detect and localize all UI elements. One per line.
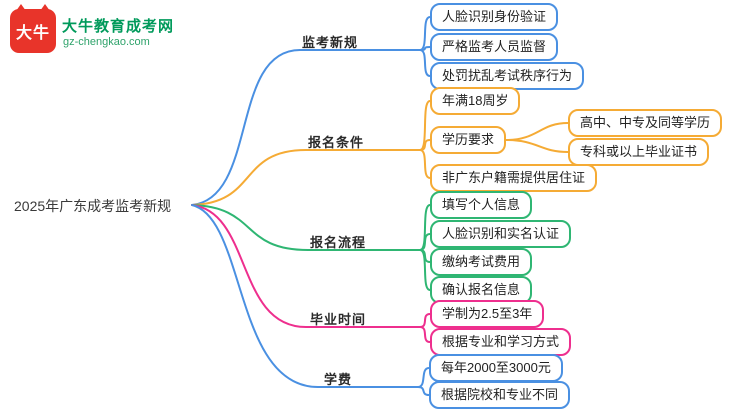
branch-proctoring-rules: 监考新规 — [302, 35, 359, 50]
mindmap-root-node: 2025年广东成考监考新规 — [14, 198, 172, 214]
node-strict-proctor-supervision: 严格监考人员监督 — [430, 33, 559, 61]
node-by-major-study-mode: 根据专业和学习方式 — [430, 328, 572, 356]
node-face-realname-auth: 人脸识别和实名认证 — [430, 220, 572, 248]
node-highschool-equivalent: 高中、中专及同等学历 — [568, 109, 723, 137]
node-varies-by-school-major: 根据院校和专业不同 — [429, 381, 571, 409]
brand-domain: gz-chengkao.com — [63, 36, 150, 48]
node-tuition-per-year: 每年2000至3000元 — [429, 354, 563, 382]
node-education-requirement: 学历要求 — [430, 126, 507, 154]
branch-graduation-time: 毕业时间 — [310, 312, 367, 327]
node-college-diploma: 专科或以上毕业证书 — [568, 138, 710, 166]
brand-logo-icon: 大牛 — [10, 4, 56, 53]
branch-tuition: 学费 — [324, 372, 353, 387]
node-residence-permit: 非广东户籍需提供居住证 — [430, 164, 598, 192]
node-pay-exam-fee: 缴纳考试费用 — [430, 248, 533, 276]
brand-name: 大牛教育成考网 — [62, 18, 175, 35]
branch-registration-requirements: 报名条件 — [308, 135, 365, 150]
node-fill-personal-info: 填写个人信息 — [430, 191, 533, 219]
node-age-18: 年满18周岁 — [430, 87, 521, 115]
node-punish-disruption: 处罚扰乱考试秩序行为 — [430, 62, 585, 90]
node-study-duration: 学制为2.5至3年 — [430, 300, 545, 328]
branch-registration-process: 报名流程 — [310, 235, 367, 250]
node-face-recognition-id: 人脸识别身份验证 — [430, 3, 559, 31]
